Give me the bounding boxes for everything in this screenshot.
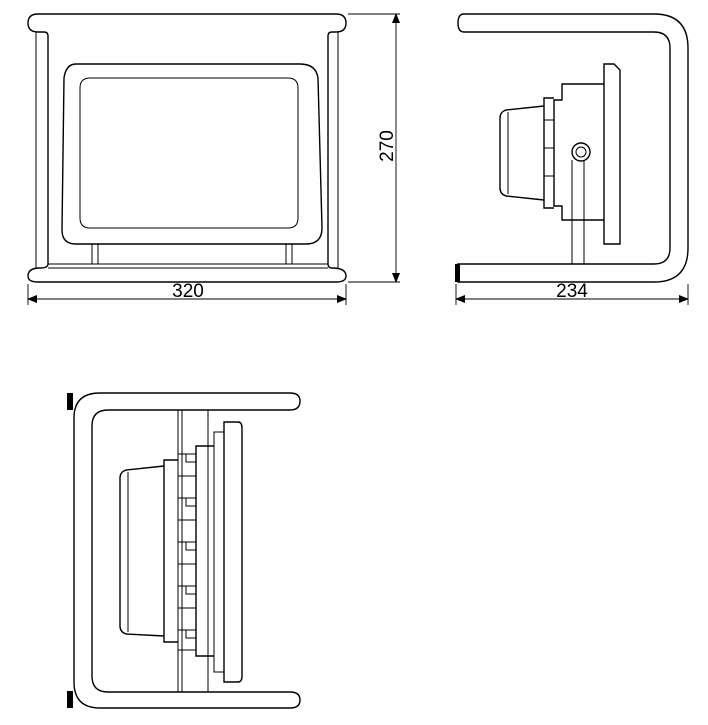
side-body xyxy=(553,83,604,221)
front-housing xyxy=(61,63,323,245)
front-frame xyxy=(27,13,347,283)
front-dimensions: 320 270 xyxy=(27,13,400,305)
side-dimensions: 234 xyxy=(455,281,689,305)
top-frame xyxy=(73,392,301,709)
top-rear-housing xyxy=(119,465,165,637)
height-dimension-label: 270 xyxy=(377,130,398,162)
front-glass-panel xyxy=(79,77,299,229)
top-body xyxy=(195,445,214,657)
side-frame xyxy=(457,13,689,283)
side-foot xyxy=(455,264,460,282)
top-foot-top xyxy=(67,393,73,410)
depth-dimension-label: 234 xyxy=(556,281,588,302)
top-front-plate xyxy=(223,421,243,683)
side-rear-housing xyxy=(499,105,545,201)
side-view xyxy=(455,13,689,283)
side-front-plate xyxy=(603,63,621,245)
side-pivot-knob xyxy=(571,142,591,162)
front-bracket xyxy=(91,243,293,265)
top-fins xyxy=(178,453,196,651)
width-dimension-label: 320 xyxy=(172,281,204,302)
top-foot-bottom xyxy=(67,691,73,708)
front-view xyxy=(27,13,347,283)
top-view xyxy=(67,392,301,709)
